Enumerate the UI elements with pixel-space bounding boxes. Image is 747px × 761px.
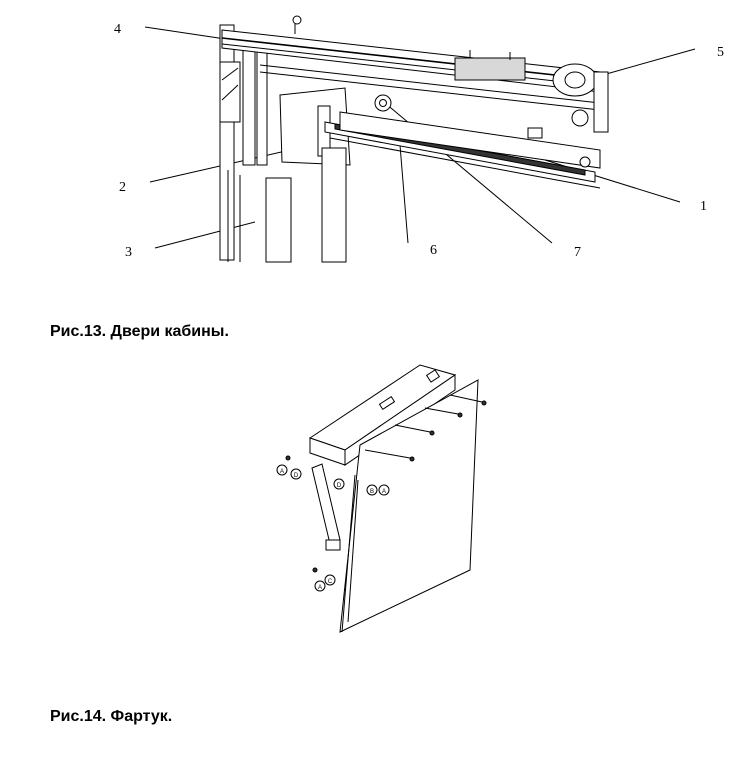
part-marker <box>324 574 336 586</box>
left-frame <box>219 24 235 261</box>
lintel-plate <box>339 111 601 169</box>
part-marker <box>276 464 288 476</box>
part-marker <box>378 484 390 496</box>
motor-body <box>454 57 526 81</box>
figure-13-caption: Рис.13. Двери кабины. <box>50 323 229 340</box>
callout-5: 5 <box>717 45 724 60</box>
part-marker <box>314 580 326 592</box>
part-marker <box>333 478 345 490</box>
door-panel <box>321 147 347 263</box>
part-marker <box>366 484 378 496</box>
figure-13-drawing: 4 5 2 3 1 6 7 <box>0 0 747 270</box>
leader-line-6 <box>399 144 409 244</box>
part-letter: A <box>318 585 322 591</box>
part-letter: D <box>294 473 299 479</box>
callout-3: 3 <box>125 245 132 260</box>
apron-illustration: A D D B A C A <box>276 364 487 633</box>
callout-4: 4 <box>114 22 121 37</box>
header-beam <box>221 29 601 93</box>
right-bracket <box>593 71 609 133</box>
part-letter: A <box>280 469 284 475</box>
part-letter: D <box>337 483 342 489</box>
support-brace <box>311 463 341 545</box>
vertical-post <box>256 44 268 166</box>
idler-pulley <box>571 109 589 127</box>
part-letter: A <box>382 489 386 495</box>
leader-line-3 <box>154 221 256 249</box>
part-letter: C <box>328 579 333 585</box>
callout-1: 1 <box>700 199 707 214</box>
door-mechanism-illustration <box>144 15 696 263</box>
part-marker <box>290 468 302 480</box>
vertical-post <box>242 44 256 166</box>
figure-14-caption: Рис.14. Фартук. <box>50 708 173 725</box>
callout-6: 6 <box>430 243 437 258</box>
door-hanger-plate <box>279 87 351 166</box>
part-letter: B <box>370 489 374 495</box>
leader-line-4 <box>144 26 233 41</box>
drive-belt <box>221 37 601 81</box>
figure-14-drawing: A D D B A C A <box>0 350 747 650</box>
callout-7: 7 <box>574 245 581 260</box>
door-panel <box>265 177 292 263</box>
callout-2: 2 <box>119 180 126 195</box>
